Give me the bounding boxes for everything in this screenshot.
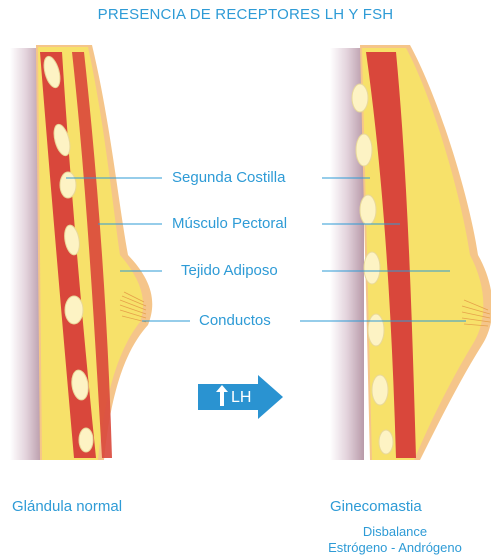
- label-segunda-costilla: Segunda Costilla: [172, 169, 285, 186]
- caption-normal: Glándula normal: [12, 498, 122, 515]
- normal-gland-figure: [10, 45, 152, 460]
- label-conductos: Conductos: [199, 312, 271, 329]
- lh-arrow-label: LH: [231, 389, 251, 407]
- caption-estrogeno-androgeno: Estrógeno - Andrógeno: [300, 540, 490, 555]
- label-tejido-adiposo: Tejido Adiposo: [181, 262, 278, 279]
- caption-ginecomastia: Ginecomastia: [330, 498, 422, 515]
- caption-disbalance: Disbalance: [300, 524, 490, 539]
- gynecomastia-figure: [330, 45, 491, 460]
- label-musculo-pectoral: Músculo Pectoral: [172, 215, 287, 232]
